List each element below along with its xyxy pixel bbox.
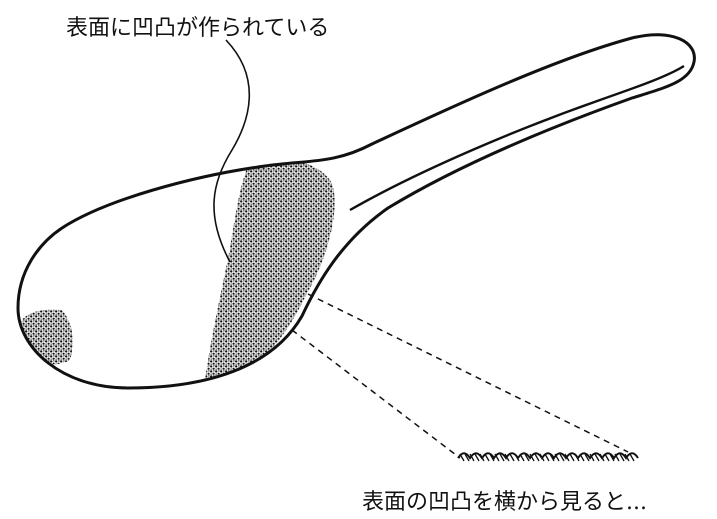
- projection-line-upper: [307, 293, 629, 453]
- textured-corner-patch: [21, 309, 73, 365]
- surface-cross-section: [457, 452, 639, 462]
- side-view-caption: 表面の凹凸を横から見ると...: [362, 490, 647, 515]
- textured-surface-patch: [204, 159, 335, 388]
- projection-line-lower: [291, 329, 461, 459]
- paddle-outline: [16, 33, 696, 390]
- handle-ridge-line: [349, 64, 685, 212]
- leader-line: [213, 39, 251, 263]
- surface-texture-caption: 表面に凹凸が作られている: [66, 16, 330, 41]
